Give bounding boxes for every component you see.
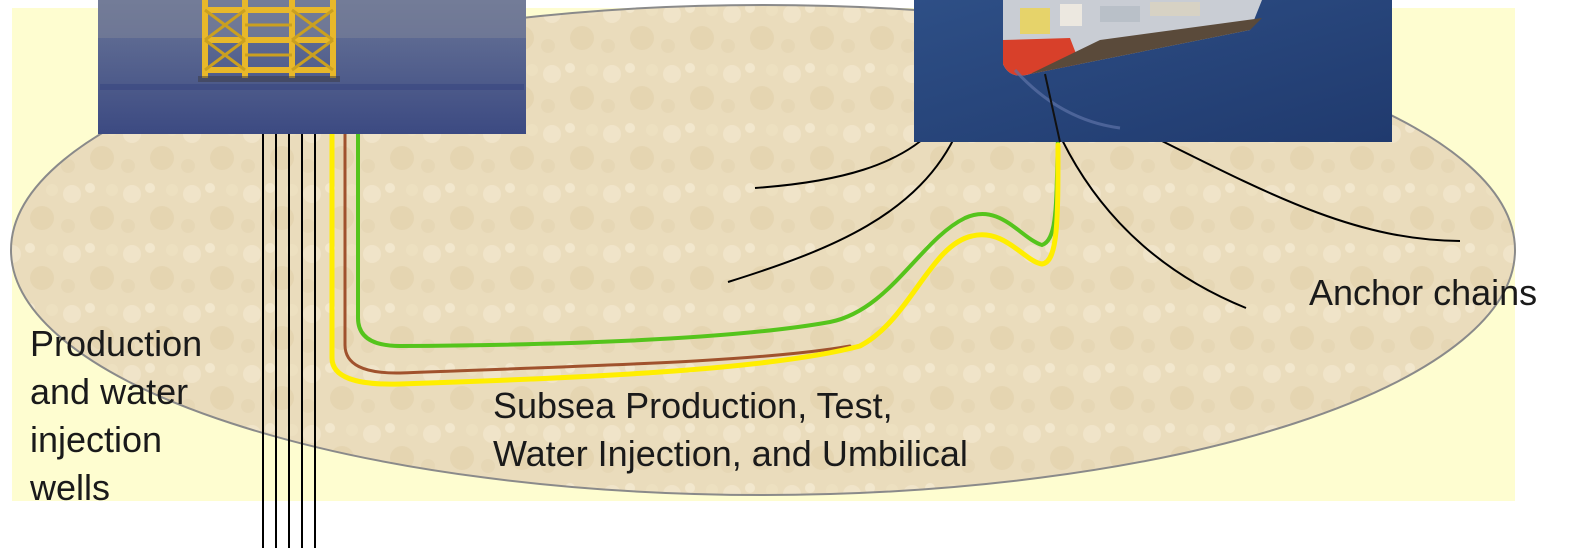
- wells-label-line-2: and water: [30, 368, 202, 416]
- fpso-vessel-photo: [914, 0, 1392, 142]
- wells-label: Production and water injection wells: [30, 320, 202, 512]
- subsea-label-line-1: Subsea Production, Test,: [493, 382, 968, 430]
- wells-label-line-1: Production: [30, 320, 202, 368]
- offshore-platform-photo: [98, 0, 526, 134]
- subsea-label-line-2: Water Injection, and Umbilical: [493, 430, 968, 478]
- wells-label-line-3: injection: [30, 416, 202, 464]
- subsea-lines-label: Subsea Production, Test, Water Injection…: [493, 382, 968, 478]
- wells-label-line-4: wells: [30, 464, 202, 512]
- anchor-chains-label: Anchor chains: [1309, 269, 1537, 317]
